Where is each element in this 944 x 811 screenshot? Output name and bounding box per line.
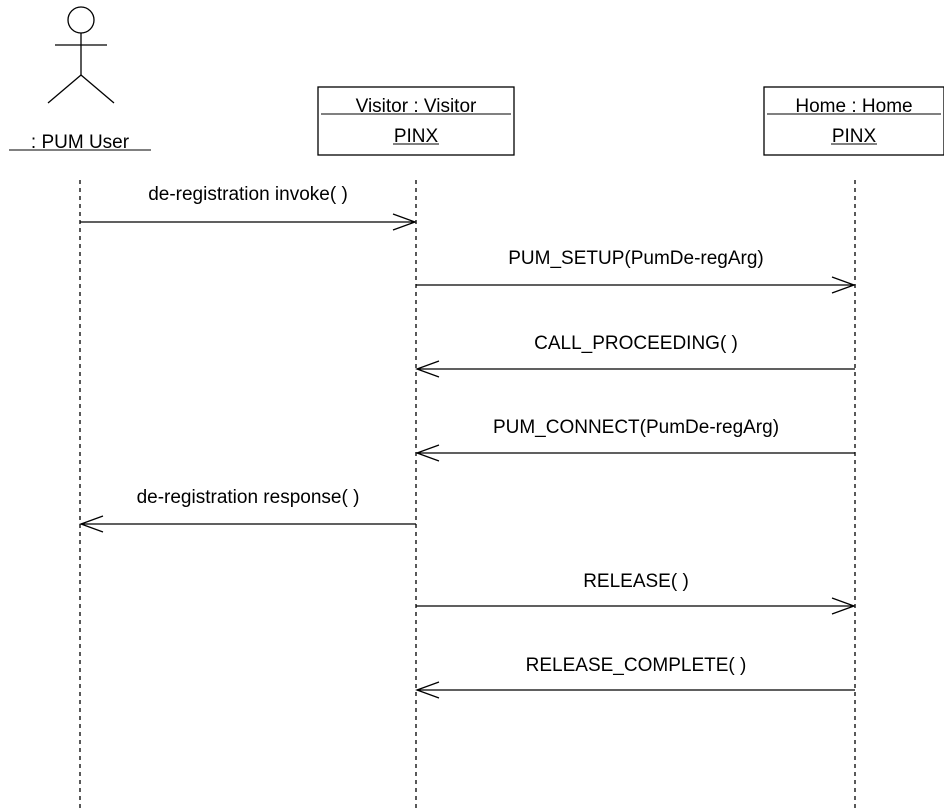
message-release-complete: RELEASE_COMPLETE( ) <box>415 655 855 699</box>
arrowhead-icon <box>415 360 440 378</box>
arrowhead-icon <box>831 597 856 615</box>
object-home-line2: PINX <box>832 126 877 147</box>
message-de-registration-response: de-registration response( ) <box>79 487 416 533</box>
message-label: CALL_PROCEEDING( ) <box>534 333 738 354</box>
message-label: RELEASE_COMPLETE( ) <box>526 655 747 676</box>
message-label: de-registration response( ) <box>137 487 360 508</box>
message-pum-connect: PUM_CONNECT(PumDe-regArg) <box>415 417 855 462</box>
arrowhead-icon <box>392 213 417 231</box>
object-home-pinx: Home : Home PINX <box>763 86 944 156</box>
object-visitor-pinx: Visitor : Visitor PINX <box>317 86 515 156</box>
message-release: RELEASE( ) <box>416 571 856 615</box>
message-de-registration-invoke: de-registration invoke( ) <box>80 184 417 231</box>
actor-figure-icon <box>47 6 115 104</box>
arrowhead-icon <box>831 276 856 294</box>
message-call-proceeding: CALL_PROCEEDING( ) <box>415 333 855 378</box>
object-home-line1: Home : Home <box>795 96 912 117</box>
object-visitor-line1: Visitor : Visitor <box>356 96 477 117</box>
arrowhead-icon <box>79 515 104 533</box>
arrowhead-icon <box>415 444 440 462</box>
message-label: RELEASE( ) <box>583 571 689 592</box>
message-label: PUM_SETUP(PumDe-regArg) <box>508 248 764 269</box>
message-pum-setup: PUM_SETUP(PumDe-regArg) <box>416 248 856 294</box>
arrowhead-icon <box>415 681 440 699</box>
object-visitor-line2: PINX <box>394 126 439 147</box>
message-label: PUM_CONNECT(PumDe-regArg) <box>493 417 779 438</box>
actor-label: : PUM User <box>31 132 130 153</box>
message-label: de-registration invoke( ) <box>148 184 348 205</box>
